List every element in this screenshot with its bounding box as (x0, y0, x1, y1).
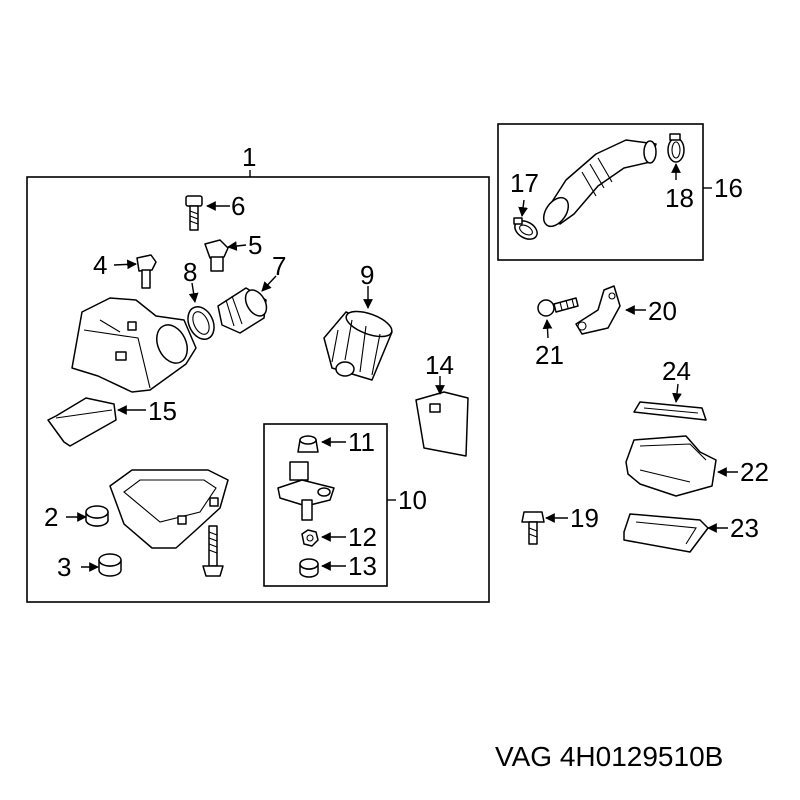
bolt-part-21 (537, 297, 579, 317)
callout-13: 13 (348, 551, 377, 581)
part-number-caption: VAG 4H0129510B (495, 741, 723, 773)
callout-2: 2 (44, 502, 58, 532)
callout-11: 11 (348, 427, 375, 457)
grommet-part-2 (85, 505, 109, 527)
tray-part-23 (623, 513, 709, 553)
callout-17: 17 (510, 168, 539, 198)
nut-part-12 (301, 529, 319, 547)
callout-15: 15 (148, 396, 177, 426)
brand-label: VAG (495, 741, 553, 772)
callout-23: 23 (730, 513, 759, 543)
grommet-part-3 (98, 553, 122, 577)
bolt-part-6 (185, 195, 203, 231)
clamp-part-17 (513, 217, 538, 240)
clamp-part-18 (667, 133, 685, 163)
housing-bolt (202, 525, 224, 577)
cover-strip-part-24 (633, 401, 707, 421)
callout-12: 12 (348, 522, 377, 552)
assembly-1-frame (26, 176, 490, 603)
intake-hose-part-16 (542, 139, 657, 228)
fastener-part-5 (204, 239, 229, 272)
air-duct-part-22 (625, 435, 717, 497)
callout-3: 3 (57, 552, 71, 582)
callout-21: 21 (535, 340, 564, 370)
grommet-part-13 (299, 558, 319, 578)
callout-22: 22 (740, 457, 769, 487)
sensor-housing-part-7 (217, 287, 268, 334)
callout-24: 24 (662, 356, 691, 386)
callout-6: 6 (231, 191, 245, 221)
part-number-label: 4H0129510B (559, 741, 724, 772)
lower-housing (109, 469, 229, 549)
filter-element-part-9 (323, 310, 393, 381)
group-10-frame (263, 423, 388, 587)
callout-5: 5 (248, 230, 262, 260)
callout-4: 4 (93, 250, 107, 280)
callout-16: 16 (714, 173, 743, 203)
group-16-frame (497, 123, 704, 261)
upper-housing (71, 297, 197, 393)
cover-panel-part-14 (415, 391, 469, 457)
bracket-part-15 (47, 397, 117, 447)
callout-19: 19 (570, 503, 599, 533)
cap-part-11 (297, 435, 319, 453)
callout-1: 1 (242, 142, 256, 172)
sensor-body-part-10 (277, 461, 335, 521)
bolt-part-19 (521, 511, 545, 545)
seal-ring-part-8 (187, 306, 215, 340)
bolt-part-4 (136, 254, 157, 289)
bracket-part-20 (575, 285, 621, 335)
callout-7: 7 (272, 251, 286, 281)
callout-9: 9 (360, 260, 374, 290)
callout-18: 18 (665, 183, 694, 213)
callout-8: 8 (183, 257, 197, 287)
callout-14: 14 (425, 350, 454, 380)
callout-10: 10 (398, 485, 427, 515)
callout-20: 20 (648, 296, 677, 326)
